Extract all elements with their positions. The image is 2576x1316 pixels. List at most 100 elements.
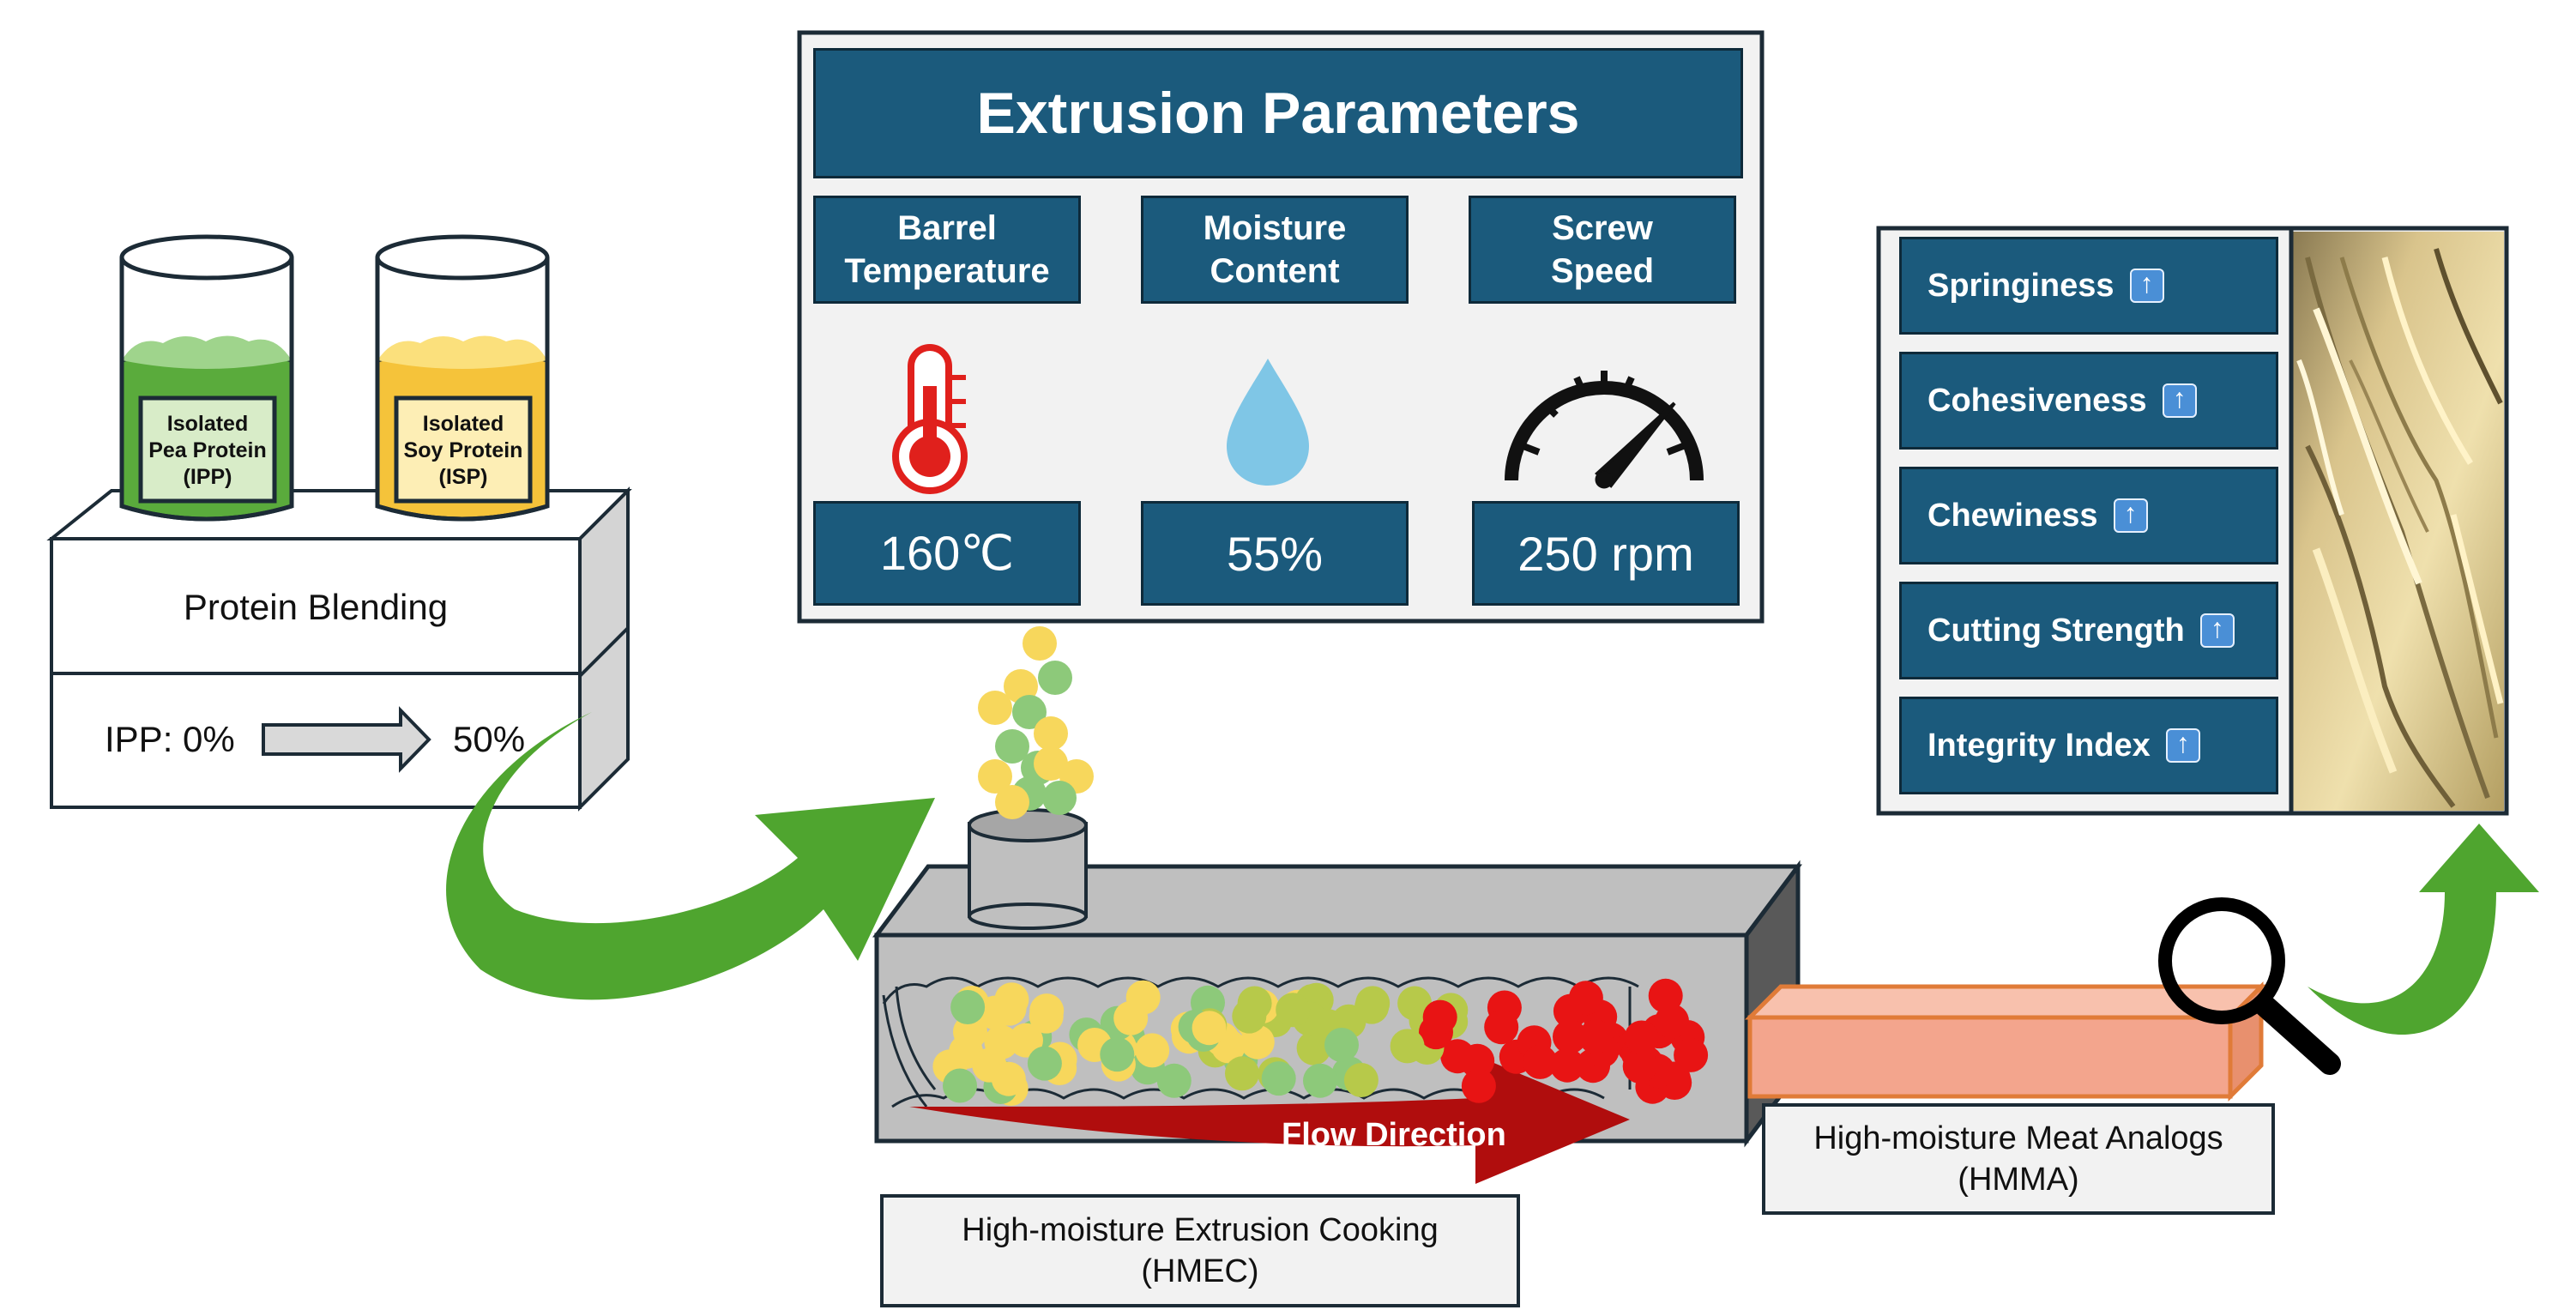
up-arrow-icon — [2199, 613, 2235, 648]
falling-particle — [1042, 781, 1077, 815]
parameter-label-screw-speed: Screw Speed — [1469, 196, 1736, 304]
barrel-particle — [1029, 993, 1065, 1029]
barrel-particle — [1568, 981, 1603, 1016]
hmma-caption: High-moisture Meat Analogs (HMMA) — [1762, 1103, 2275, 1215]
hmma-caption-line: High-moisture Meat Analogs — [1813, 1120, 2223, 1156]
ipp-label-line: Isolated — [166, 411, 249, 436]
barrel-particle — [1156, 1063, 1191, 1098]
falling-particle — [995, 729, 1029, 764]
barrel-particle — [1422, 999, 1457, 1035]
speedometer-icon — [1505, 371, 1704, 489]
property-chewiness: Chewiness — [1899, 467, 2278, 564]
barrel-particle — [1578, 1019, 1614, 1054]
parameter-label-line: Content — [1210, 252, 1340, 290]
barrel-particle — [1135, 1033, 1170, 1068]
ratio-end-label: 50% — [453, 719, 526, 759]
isp-label-line: Soy Protein — [403, 438, 523, 462]
parameter-label-line: Temperature — [844, 252, 1050, 290]
barrel-particle — [1461, 1068, 1496, 1103]
hmec-caption: High-moisture Extrusion Cooking (HMEC) — [880, 1194, 1520, 1307]
property-cutting-strength: Cutting Strength — [1899, 582, 2278, 679]
barrel-particle — [943, 1068, 977, 1103]
meat-analog-block — [1744, 981, 2267, 1102]
barrel-particle — [1460, 1043, 1495, 1078]
evaluation-arrow-icon — [2308, 824, 2539, 1035]
falling-particle — [1034, 746, 1068, 781]
barrel-particle — [1550, 1047, 1584, 1083]
property-label: Integrity Index — [1927, 727, 2151, 764]
barrel-particle — [953, 1014, 987, 1049]
barrel-particle — [1622, 1048, 1657, 1084]
ipp-label-line: Pea Protein — [148, 438, 267, 462]
parameter-label-line: Moisture — [1203, 209, 1347, 247]
parameter-label-temperature: Barrel Temperature — [813, 196, 1081, 304]
parameter-value-moisture: 55% — [1141, 501, 1409, 606]
barrel-particle — [991, 1061, 1026, 1096]
up-arrow-icon — [2162, 383, 2197, 418]
barrel-particle — [1303, 1063, 1337, 1098]
up-arrow-icon — [2129, 268, 2164, 303]
flow-direction-label: Flow Direction — [1282, 1117, 1506, 1153]
barrel-particle — [1655, 1004, 1689, 1039]
barrel-particle — [1009, 1023, 1043, 1058]
ratio-start-label: IPP: 0% — [105, 719, 235, 759]
barrel-particle — [950, 990, 986, 1024]
water-drop-icon — [1227, 359, 1309, 486]
falling-particle — [978, 759, 1012, 794]
property-label: Springiness — [1927, 267, 2114, 304]
magnifier-icon — [2158, 897, 2341, 1075]
property-label: Cohesiveness — [1927, 382, 2147, 419]
barrel-particle — [1354, 989, 1390, 1024]
thermometer-icon — [892, 344, 968, 494]
hmec-caption-line: High-moisture Extrusion Cooking — [962, 1212, 1439, 1248]
parameter-value-temperature: 160℃ — [813, 501, 1081, 606]
parameter-label-line: Speed — [1550, 252, 1655, 290]
blending-label: Protein Blending — [183, 586, 449, 627]
ipp-label-line: (IPP) — [183, 464, 232, 489]
hmec-caption-line: (HMEC) — [1141, 1253, 1259, 1289]
barrel-particle — [1237, 986, 1272, 1021]
barrel-particle — [1225, 1056, 1259, 1091]
up-arrow-icon — [2165, 727, 2200, 763]
barrel-particle — [1484, 1010, 1519, 1045]
falling-particle — [1034, 716, 1068, 751]
barrel-particle — [1674, 1037, 1709, 1072]
barrel-particle — [992, 991, 1027, 1026]
falling-particle — [995, 785, 1029, 819]
parameter-value-screw-speed: 250 rpm — [1472, 501, 1740, 606]
property-springiness: Springiness — [1899, 237, 2278, 335]
falling-particle — [978, 691, 1012, 725]
barrel-particle — [1624, 1020, 1659, 1055]
property-label: Chewiness — [1927, 497, 2098, 534]
isp-jar — [375, 234, 550, 522]
barrel-particle — [1390, 1029, 1425, 1064]
isp-label-line: (ISP) — [438, 464, 488, 489]
falling-particle — [1012, 695, 1047, 729]
protein-particles — [932, 626, 1709, 1106]
falling-particle — [1038, 661, 1072, 695]
process-arrow-icon — [446, 712, 935, 1000]
barrel-particle — [1027, 1046, 1062, 1081]
barrel-particle — [1553, 1019, 1587, 1054]
barrel-particle — [1324, 1028, 1359, 1062]
barrel-particle — [1113, 1000, 1149, 1035]
hmma-caption-line: (HMMA) — [1958, 1162, 2079, 1198]
barrel-particle — [1100, 1037, 1135, 1072]
property-label: Cutting Strength — [1927, 612, 2185, 649]
barrel-particle — [1261, 1061, 1296, 1096]
property-cohesiveness: Cohesiveness — [1899, 352, 2278, 450]
barrel-particle — [1240, 1024, 1275, 1059]
isp-label-line: Isolated — [422, 411, 504, 436]
ipp-jar — [119, 234, 294, 522]
barrel-particle — [1276, 993, 1311, 1028]
ipp-jar-label: Isolated Pea Protein (IPP) — [141, 403, 274, 498]
meat-fiber-image — [2293, 232, 2504, 811]
barrel-particle — [1191, 1011, 1227, 1046]
up-arrow-icon — [2113, 498, 2148, 533]
parameter-label-line: Screw — [1552, 209, 1653, 247]
blending-box — [46, 486, 632, 812]
flow-arrow-icon — [909, 1055, 1630, 1184]
isp-jar-label: Isolated Soy Protein (ISP) — [396, 403, 530, 498]
parameters-title: Extrusion Parameters — [813, 48, 1743, 178]
